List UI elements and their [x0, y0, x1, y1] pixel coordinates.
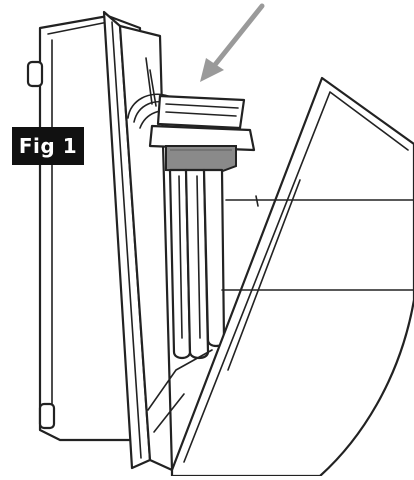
lens-cover	[170, 76, 414, 478]
lamp-base	[165, 145, 237, 174]
housing-lower-lip	[147, 349, 213, 433]
lamp-tubes	[168, 168, 226, 360]
figure-label: Fig 1	[12, 127, 84, 165]
lamp-socket	[148, 94, 256, 152]
indicator-arrow	[200, 3, 265, 82]
